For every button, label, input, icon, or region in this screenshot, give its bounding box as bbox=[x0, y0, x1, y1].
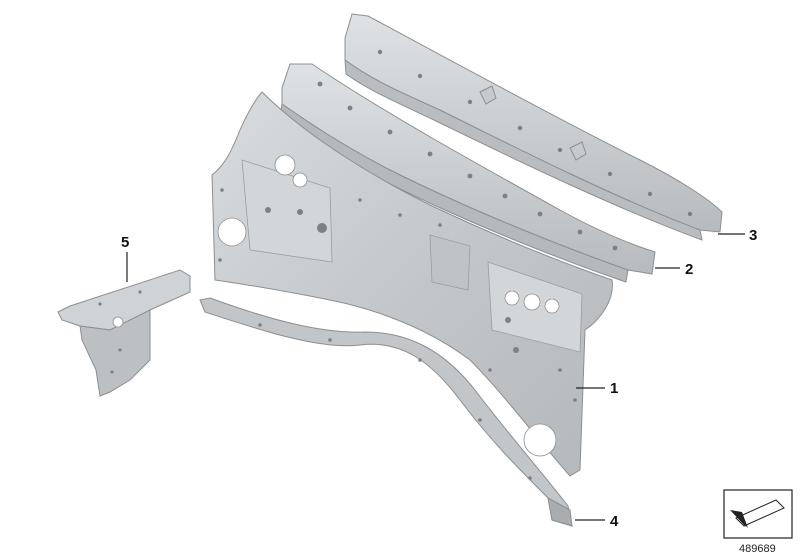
reference-number: 489689 bbox=[739, 543, 776, 555]
part-1-bulkhead-panel bbox=[211, 91, 613, 477]
part-5-bracket bbox=[57, 269, 191, 397]
arrow-sheet-icon bbox=[730, 499, 785, 528]
reference-box bbox=[723, 489, 793, 539]
callout-1: 1 bbox=[610, 380, 618, 397]
part-4-lower-reinforcement bbox=[199, 297, 573, 527]
callout-3: 3 bbox=[749, 227, 757, 244]
callout-5: 5 bbox=[121, 234, 129, 251]
part-3-upper-cowl-rail bbox=[344, 13, 723, 241]
callout-4: 4 bbox=[610, 513, 619, 530]
part-2-lower-cowl-rail bbox=[279, 63, 656, 283]
callout-2: 2 bbox=[685, 261, 693, 278]
